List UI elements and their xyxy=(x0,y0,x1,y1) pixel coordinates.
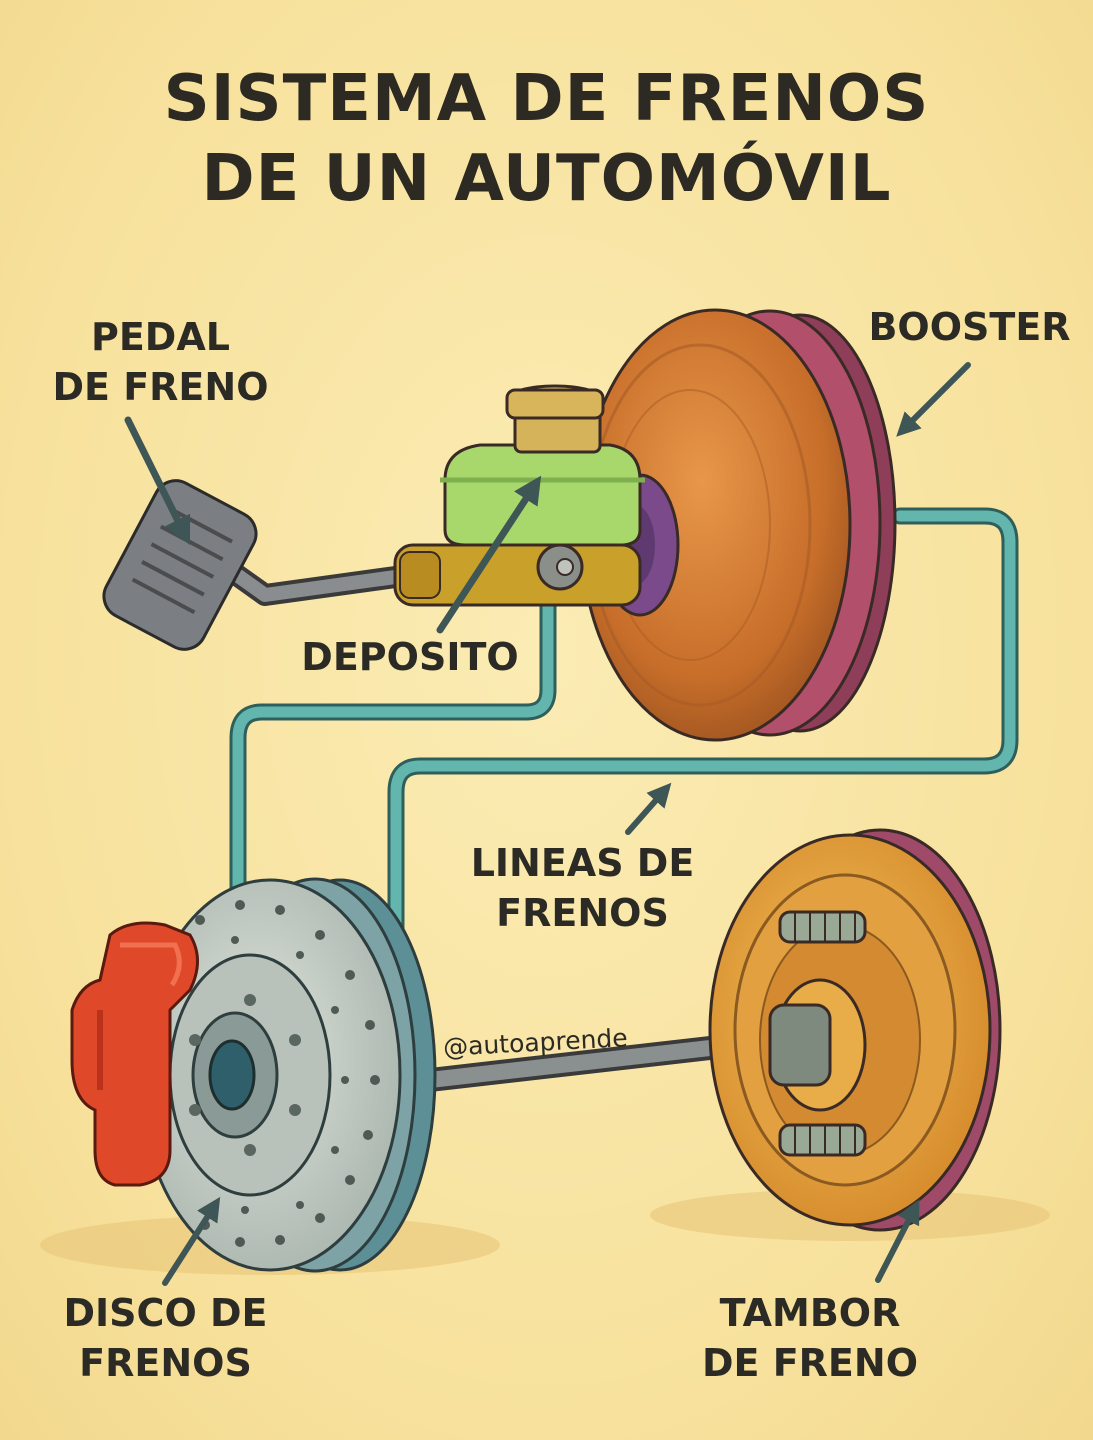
arrow-booster xyxy=(896,362,971,437)
caliper xyxy=(70,921,199,1187)
title-line-2: DE UN AUTOMÓVIL xyxy=(201,142,892,216)
label-disco-line1: DISCO DE xyxy=(63,1291,268,1335)
arrow-disco xyxy=(162,1196,221,1286)
arrow-lineas xyxy=(625,782,672,835)
arrow-deposito xyxy=(436,475,542,634)
label-tambor: TAMBOR DE FRENO xyxy=(695,1288,925,1388)
label-pedal-line1: PEDAL xyxy=(91,315,230,359)
label-lineas-line1: LINEAS DE xyxy=(470,841,695,885)
reservoir xyxy=(440,384,645,547)
drum-spring-bottom xyxy=(778,1123,867,1157)
disc xyxy=(138,877,437,1273)
label-lineas: LINEAS DE FRENOS xyxy=(465,838,700,938)
booster xyxy=(578,308,897,742)
label-tambor-line1: TAMBOR xyxy=(719,1291,901,1335)
drum xyxy=(708,828,1002,1232)
arrow-tambor xyxy=(875,1199,920,1283)
master-cylinder xyxy=(393,543,642,607)
drum-spring-top xyxy=(778,910,867,944)
pedal-pad xyxy=(102,479,258,651)
label-pedal-line2: DE FRENO xyxy=(52,365,269,409)
label-disco: DISCO DE FRENOS xyxy=(58,1288,273,1388)
label-deposito: DEPOSITO xyxy=(301,635,519,679)
arrow-pedal xyxy=(124,416,191,546)
label-booster: BOOSTER xyxy=(868,305,1071,349)
label-disco-line2: FRENOS xyxy=(79,1341,252,1385)
disc-holes xyxy=(195,900,380,1247)
label-pedal: PEDAL DE FRENO xyxy=(48,312,273,412)
title-line-1: SISTEMA DE FRENOS xyxy=(163,62,930,136)
label-lineas-line2: FRENOS xyxy=(496,891,669,935)
label-tambor-line2: DE FRENO xyxy=(701,1341,918,1385)
